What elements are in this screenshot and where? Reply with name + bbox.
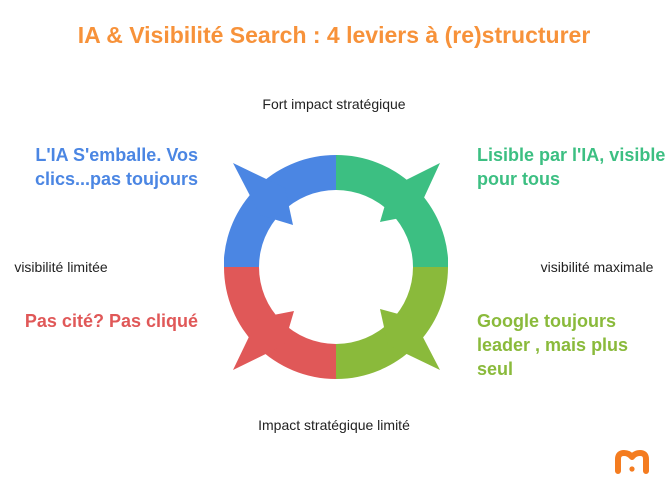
cycle-segment-bottom-left — [224, 267, 336, 379]
axis-label-top: Fort impact stratégique — [262, 96, 406, 112]
quadrant-label-top-right: Lisible par l'IA, visible pour tous — [477, 145, 666, 189]
m-brand-logo-icon — [615, 450, 649, 474]
cycle-segment-top-left — [224, 154, 336, 267]
axis-label-right: visibilité maximale — [540, 259, 654, 275]
diagram-title: IA & Visibilité Search : 4 leviers à (re… — [77, 22, 591, 48]
quadrant-label-top-left: L'IA S'emballe. Vos clics...pas toujours — [34, 145, 198, 189]
cycle-segment-bottom-right — [336, 267, 448, 379]
axis-label-left: visibilité limitée — [14, 259, 108, 275]
quadrant-label-bottom-right: Google toujours leader , mais plus seul — [477, 311, 629, 379]
cycle-segment-top-right — [336, 154, 448, 267]
axis-label-bottom: Impact stratégique limité — [258, 417, 410, 433]
quadrant-label-bottom-left: Pas cité? Pas cliqué — [24, 311, 198, 331]
